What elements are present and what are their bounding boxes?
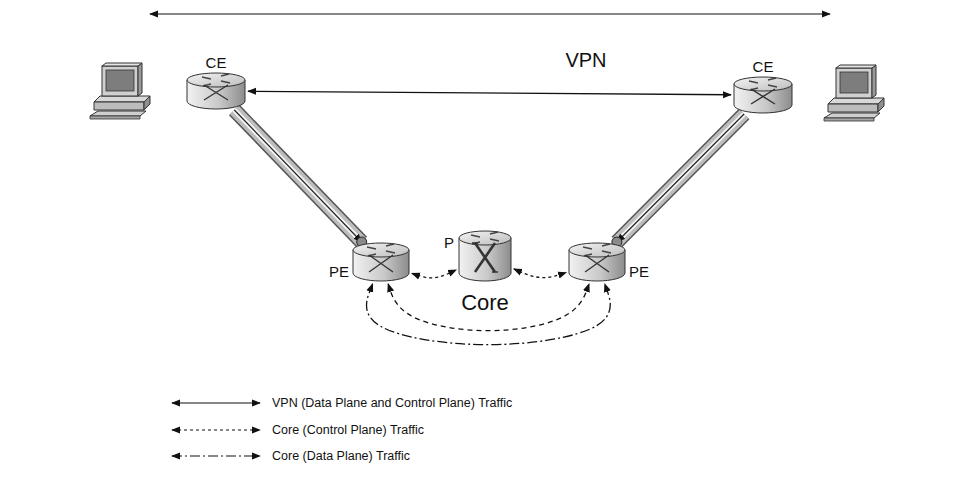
router-label: CE [753, 58, 774, 75]
vpn-region: CECEVPN [10, 3, 965, 139]
router-label: P [444, 234, 454, 251]
region-label: VPN [565, 49, 606, 72]
legend-line-sample [170, 421, 262, 439]
pe-router: PE [352, 242, 410, 282]
region-label: Core [461, 290, 509, 315]
core-region: PE P PE Core [265, 166, 705, 382]
computer-icon [90, 63, 150, 119]
legend-line-sample [170, 394, 262, 412]
region-ellipse [10, 3, 965, 139]
end-to-end-arrow [150, 13, 830, 14]
p-router: P [458, 230, 512, 282]
router-icon [733, 76, 793, 114]
legend-text: Core (Control Plane) Traffic [272, 423, 424, 437]
router-label: PE [329, 263, 349, 280]
legend-row: Core (Control Plane) Traffic [170, 421, 424, 439]
vpn-traffic-arrow [248, 91, 731, 95]
legend-row: VPN (Data Plane and Control Plane) Traff… [170, 394, 512, 412]
legend-text: Core (Data Plane) Traffic [272, 449, 410, 463]
ce-router: CE [186, 72, 246, 110]
legend-text: VPN (Data Plane and Control Plane) Traff… [272, 396, 512, 410]
legend-row: Core (Data Plane) Traffic [170, 447, 410, 465]
router-label: PE [629, 263, 649, 280]
ce-pe-tunnel [234, 110, 366, 247]
router-icon [186, 72, 246, 110]
router-icon [458, 230, 512, 282]
ce-router: CE [733, 76, 793, 114]
core-data-plane-arrow [366, 284, 610, 345]
router-icon [568, 242, 626, 282]
ce-pe-tunnel [612, 114, 744, 247]
core-control-plane-arrow [412, 270, 456, 278]
core-control-plane-arrow [514, 269, 566, 278]
router-icon [352, 242, 410, 282]
computer-icon [824, 65, 884, 121]
pe-router: PE [568, 242, 626, 282]
router-label: CE [206, 54, 227, 71]
core-control-plane-arrow [388, 284, 589, 331]
legend-line-sample [170, 447, 262, 465]
